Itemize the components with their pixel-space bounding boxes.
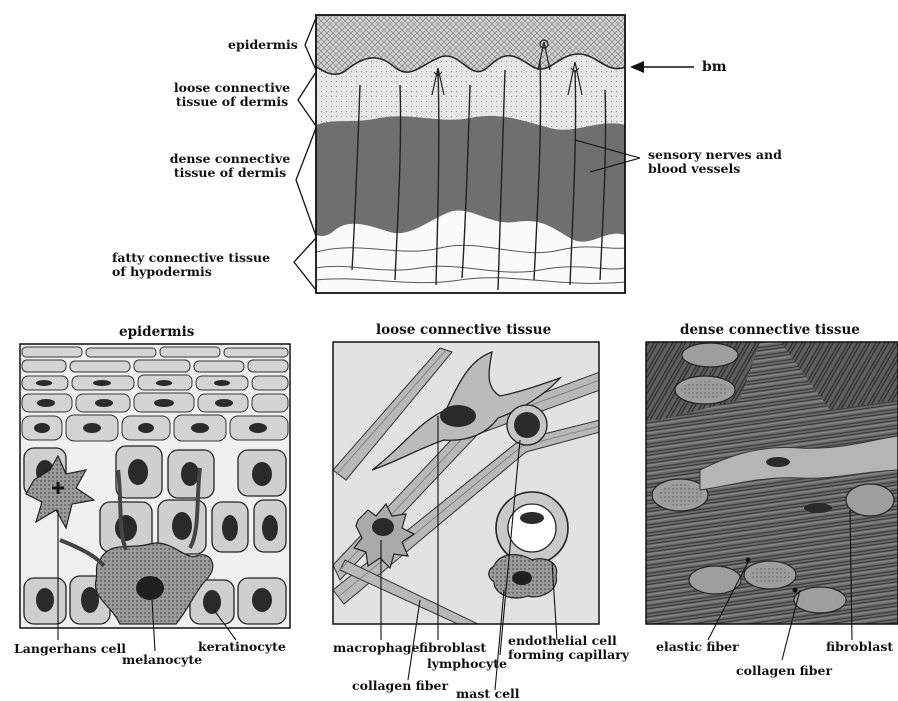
label-langerhans-cell: Langerhans cell [14, 642, 126, 656]
label-endothelial-line2: forming capillary [508, 648, 629, 662]
label-hypodermis-line2: of hypodermis [112, 265, 270, 279]
label-fibroblast-dense: fibroblast [826, 640, 893, 654]
label-melanocyte: melanocyte [122, 653, 202, 667]
epidermis-panel-art [20, 344, 290, 651]
label-endothelial-cell: endothelial cell forming capillary [508, 634, 629, 662]
label-hypodermis-line1: fatty connective tissue [112, 251, 270, 265]
label-fibroblast-loose: fibroblast [419, 641, 486, 655]
label-keratinocyte: keratinocyte [198, 640, 286, 654]
bm-arrow [630, 61, 694, 73]
label-loose-dermis-line1: loose connective [172, 81, 292, 95]
label-loose-dermis: loose connective tissue of dermis [172, 81, 292, 109]
label-hypodermis: fatty connective tissue of hypodermis [112, 251, 270, 279]
label-dense-dermis-line2: tissue of dermis [168, 166, 292, 180]
label-collagen-fiber-loose: collagen fiber [352, 679, 448, 693]
label-macrophage: macrophage [333, 641, 419, 655]
panel-title-epidermis: epidermis [119, 324, 194, 340]
label-lymphocyte: lymphocyte [427, 657, 507, 671]
label-sensory-line1: sensory nerves and [648, 148, 782, 162]
label-epidermis: epidermis [228, 38, 298, 52]
label-endothelial-line1: endothelial cell [508, 634, 629, 648]
label-dense-dermis: dense connective tissue of dermis [168, 152, 292, 180]
panel-title-loose: loose connective tissue [376, 322, 551, 338]
label-bm: bm [702, 60, 727, 74]
label-sensory: sensory nerves and blood vessels [648, 148, 782, 176]
skin-section-diagram [316, 15, 625, 293]
label-collagen-fiber-dense: collagen fiber [736, 664, 832, 678]
label-loose-dermis-line2: tissue of dermis [172, 95, 292, 109]
dense-connective-panel-art [646, 342, 898, 660]
label-dense-dermis-line1: dense connective [168, 152, 292, 166]
label-sensory-line2: blood vessels [648, 162, 782, 176]
label-mast-cell: mast cell [456, 687, 520, 701]
panel-title-dense: dense connective tissue [680, 322, 860, 338]
label-elastic-fiber: elastic fiber [656, 640, 739, 654]
